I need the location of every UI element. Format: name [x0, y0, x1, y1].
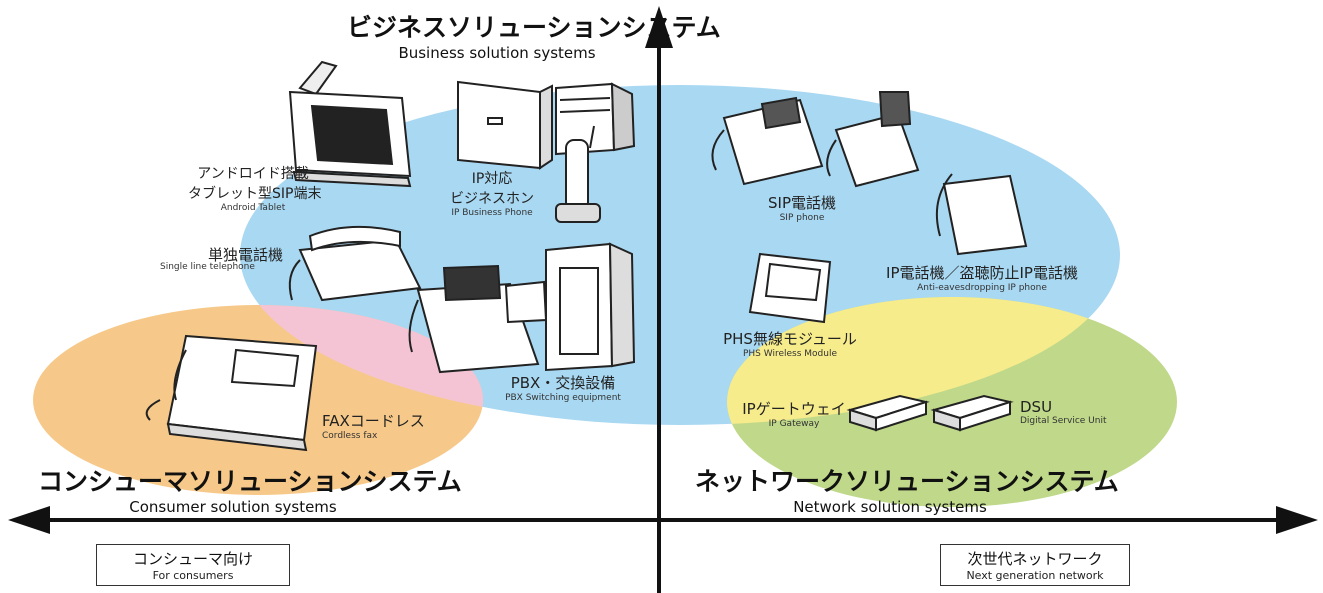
main-unit-icon: [555, 82, 636, 156]
up-arrow-icon: [645, 6, 673, 48]
phs-module-icon: [748, 252, 832, 324]
dsu-jp: DSU: [1020, 398, 1053, 416]
network-quadrant-title: ネットワークソリューションシステム Network solution syste…: [695, 462, 1119, 516]
android-tablet-icon: [288, 60, 412, 188]
phs-en: PHS Wireless Module: [742, 349, 837, 359]
next-gen-network-jp: 次世代ネットワーク: [967, 550, 1103, 568]
android-tablet-jp1: アンドロイド搭載: [197, 166, 309, 182]
sip-phone-1-icon: [711, 96, 824, 186]
anti-eavesdropping-label: IP電話機／盗聴防止IP電話機 Anti-eavesdropping IP ph…: [872, 262, 1092, 293]
for-consumers-jp: コンシューマ向け: [132, 550, 253, 568]
android-tablet-label: アンドロイド搭載 タブレット型SIP端末 Android Tablet: [188, 163, 322, 213]
android-tablet-jp2: タブレット型SIP端末: [188, 186, 322, 202]
ip-business-phone-label: IP対応 ビジネスホン IP Business Phone: [432, 168, 552, 218]
single-line-en-wrap: Single line telephone: [160, 262, 255, 272]
pbx-jp: PBX・交換設備: [510, 374, 616, 392]
single-line-en: Single line telephone: [160, 262, 255, 272]
network-title: ネットワークソリューションシステム: [695, 467, 1119, 496]
dsu-en: Digital Service Unit: [1020, 416, 1107, 426]
pbx-tower-icon: [545, 242, 636, 372]
pbx-en: PBX Switching equipment: [505, 393, 621, 403]
ip-business-phone-jp2: ビジネスホン: [450, 191, 534, 207]
cordless-handset-icon: [555, 125, 601, 223]
business-title: ビジネスソリューションシステム: [347, 13, 721, 42]
horizontal-axis: [8, 506, 1318, 534]
anti-eavesdropping-phone-icon: [935, 173, 1028, 256]
for-consumers-en: For consumers: [152, 569, 234, 582]
ip-gateway-label: IPゲートウェイ IP Gateway: [734, 398, 854, 429]
sip-phone-en: SIP phone: [779, 213, 825, 223]
for-consumers-box: コンシューマ向け For consumers: [96, 544, 290, 586]
phs-label: PHS無線モジュール PHS Wireless Module: [700, 328, 880, 359]
ip-gateway-icon: [846, 394, 930, 432]
consumer-quadrant-title: コンシューマソリューションシステム Consumer solution syst…: [38, 462, 462, 516]
consumer-title: コンシューマソリューションシステム: [38, 467, 462, 496]
single-line-jp: 単独電話機: [208, 246, 284, 264]
next-gen-network-box: 次世代ネットワーク Next generation network: [940, 544, 1130, 586]
router-icon: [457, 80, 553, 170]
business-quadrant-title: ビジネスソリューションシステム Business solution system…: [347, 8, 721, 62]
cordless-fax-icon: [145, 334, 318, 452]
business-subtitle: Business solution systems: [398, 44, 596, 62]
left-arrow-icon: [8, 506, 50, 534]
ip-business-phone-icon: [408, 264, 548, 374]
ip-gateway-en: IP Gateway: [768, 419, 820, 429]
anti-eavesdropping-en: Anti-eavesdropping IP phone: [917, 283, 1047, 293]
right-arrow-icon: [1276, 506, 1318, 534]
single-line-label: 単独電話機: [208, 244, 283, 265]
vertical-axis: [645, 6, 673, 593]
dsu-icon: [930, 394, 1014, 432]
dsu-label: DSU Digital Service Unit: [1020, 398, 1107, 426]
ip-business-phone-en: IP Business Phone: [451, 208, 533, 218]
fax-label: FAXコードレス Cordless fax: [322, 410, 425, 441]
sip-phone-2-icon: [826, 91, 920, 188]
phs-jp: PHS無線モジュール: [723, 330, 857, 348]
pbx-label: PBX・交換設備 PBX Switching equipment: [478, 372, 648, 403]
sip-phone-label: SIP電話機 SIP phone: [752, 192, 852, 223]
android-tablet-en: Android Tablet: [220, 203, 286, 213]
ip-gateway-jp: IPゲートウェイ: [742, 400, 846, 418]
anti-eavesdropping-jp: IP電話機／盗聴防止IP電話機: [886, 264, 1078, 282]
ip-business-phone-jp1: IP対応: [471, 171, 513, 187]
next-gen-network-en: Next generation network: [966, 569, 1104, 582]
fax-en: Cordless fax: [322, 431, 378, 441]
network-subtitle: Network solution systems: [793, 498, 987, 516]
consumer-subtitle: Consumer solution systems: [129, 498, 337, 516]
fax-jp: FAXコードレス: [322, 412, 425, 430]
single-line-phone-icon: [288, 225, 422, 302]
sip-phone-jp: SIP電話機: [768, 194, 836, 212]
